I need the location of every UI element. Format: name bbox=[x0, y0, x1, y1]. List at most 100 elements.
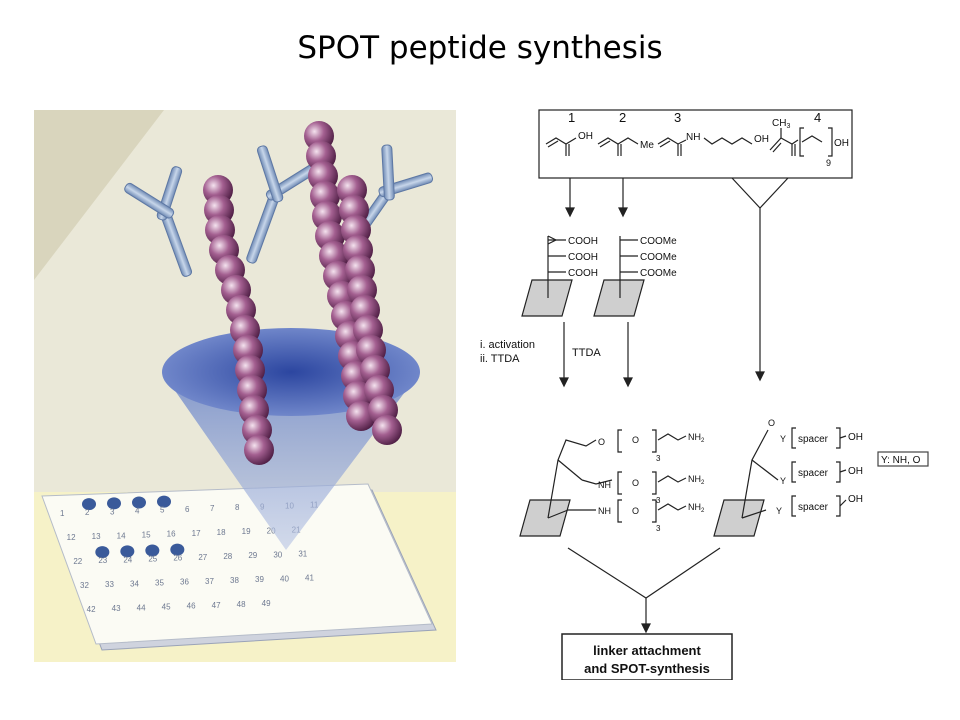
membrane-spot-number: 44 bbox=[137, 603, 146, 612]
monomer-1-oh: OH bbox=[578, 131, 593, 142]
monomer-2-me: Me bbox=[640, 140, 654, 151]
membrane-spot-number: 6 bbox=[185, 505, 190, 514]
reagent-ttda: TTDA bbox=[572, 347, 601, 359]
membrane-spot-number: 32 bbox=[80, 581, 89, 590]
amide-nh-3: NH bbox=[598, 506, 611, 516]
membrane-spot-number: 42 bbox=[87, 605, 96, 614]
membrane-spot-number: 8 bbox=[235, 503, 240, 512]
membrane-spot-number: 25 bbox=[148, 555, 157, 564]
membrane-spot-number: 17 bbox=[192, 529, 201, 538]
membrane-spot-number: 35 bbox=[155, 579, 164, 588]
y-definition-box bbox=[877, 451, 929, 467]
peg-rep-1: 3 bbox=[656, 454, 661, 463]
membrane-spot-number: 7 bbox=[210, 504, 215, 513]
spacer-oh-1: OH bbox=[848, 432, 863, 443]
membrane-spot-number: 36 bbox=[180, 578, 189, 587]
monomer-1: 1 OH bbox=[545, 110, 593, 156]
monomer-3-label: 3 bbox=[674, 110, 681, 125]
monomer-4-label: 4 bbox=[814, 110, 821, 125]
coome-3: COOMe bbox=[640, 268, 677, 279]
peptide-bead bbox=[372, 415, 402, 445]
y-2: Y bbox=[780, 476, 786, 486]
spacer-oh-2: OH bbox=[848, 466, 863, 477]
reaction-scheme-svg: 1 OH 2 Me 3 NH OH 4 CH3 9 OH bbox=[480, 109, 929, 681]
background-shade bbox=[34, 110, 164, 280]
membrane-spot bbox=[107, 497, 121, 510]
step-activation: i. activation bbox=[480, 339, 535, 351]
monomer-4-ch3: CH3 bbox=[772, 118, 790, 130]
membrane-spot-number: 5 bbox=[160, 506, 165, 515]
membrane-spot-number: 15 bbox=[142, 531, 151, 540]
membrane-spot-number: 41 bbox=[305, 574, 314, 583]
arrows-middle bbox=[559, 322, 633, 388]
monomer-4-n: 9 bbox=[826, 158, 831, 168]
final-step-line2: and SPOT-synthesis bbox=[584, 661, 710, 676]
membrane-spot-number: 31 bbox=[298, 550, 307, 559]
membrane-spot-number: 23 bbox=[98, 556, 107, 565]
y-3: Y bbox=[776, 506, 782, 516]
coome-2: COOMe bbox=[640, 252, 677, 263]
carbonyl-o: O bbox=[598, 437, 605, 447]
spacer-2: spacer bbox=[798, 468, 829, 479]
spot-illustration-svg: 1234567891011121314151617181920212223242… bbox=[34, 110, 456, 662]
peg-o-1: O bbox=[632, 435, 639, 445]
membrane-spot-number: 48 bbox=[237, 600, 246, 609]
step-ttda: ii. TTDA bbox=[480, 353, 520, 365]
carrier-acid: COOH COOH COOH bbox=[521, 235, 598, 317]
carbonyl-o-r: O bbox=[768, 418, 775, 428]
spot-illustration: 1234567891011121314151617181920212223242… bbox=[34, 110, 456, 662]
terminal-nh2-2: NH2 bbox=[688, 474, 705, 486]
membrane-spot-number: 46 bbox=[187, 602, 196, 611]
spacer-oh-3: OH bbox=[848, 494, 863, 505]
y-definition: Y: NH, O bbox=[881, 455, 921, 466]
cooh-3: COOH bbox=[568, 268, 598, 279]
membrane-spot-number: 29 bbox=[248, 551, 257, 560]
membrane-spot-number: 20 bbox=[267, 526, 276, 535]
arrows-top bbox=[565, 177, 789, 382]
membrane-spot-number: 4 bbox=[135, 507, 140, 516]
membrane-spot-number: 2 bbox=[85, 508, 90, 517]
cooh-2: COOH bbox=[568, 252, 598, 263]
monomer-1-label: 1 bbox=[568, 110, 575, 125]
reaction-scheme: 1 OH 2 Me 3 NH OH 4 CH3 9 OH bbox=[476, 100, 946, 681]
monomer-2-label: 2 bbox=[619, 110, 626, 125]
membrane-spot-number: 27 bbox=[198, 553, 207, 562]
monomer-3-oh: OH bbox=[754, 134, 769, 145]
membrane-spot-number: 30 bbox=[273, 550, 282, 559]
arrows-bottom bbox=[567, 547, 721, 634]
page-title: SPOT peptide synthesis bbox=[297, 30, 663, 66]
membrane-spot-number: 24 bbox=[123, 555, 132, 564]
membrane-spot-number: 45 bbox=[162, 603, 171, 612]
monomer-3: 3 NH OH bbox=[657, 110, 769, 156]
peg-rep-3: 3 bbox=[656, 524, 661, 533]
monomer-4-oh: OH bbox=[834, 138, 849, 149]
membrane-spot-number: 47 bbox=[212, 601, 221, 610]
membrane-spot-number: 40 bbox=[280, 574, 289, 583]
amide-nh-2: NH bbox=[598, 480, 611, 490]
monomer-2: 2 Me bbox=[597, 110, 654, 156]
membrane-spot-number: 38 bbox=[230, 576, 239, 585]
membrane-spot-number: 33 bbox=[105, 580, 114, 589]
membrane-spot-number: 19 bbox=[242, 527, 251, 536]
membrane-spot-number: 34 bbox=[130, 579, 139, 588]
cooh-1: COOH bbox=[568, 236, 598, 247]
membrane-spot bbox=[120, 545, 135, 558]
carrier-ester: COOMe COOMe COOMe bbox=[593, 236, 677, 317]
monomer-3-nh: NH bbox=[686, 132, 700, 143]
membrane-spot-number: 39 bbox=[255, 575, 264, 584]
membrane-spot-number: 14 bbox=[117, 531, 126, 540]
membrane-spot-number: 13 bbox=[92, 532, 101, 541]
membrane-spot bbox=[82, 498, 96, 511]
peptide-chains bbox=[203, 121, 402, 465]
membrane-spot-number: 49 bbox=[262, 599, 271, 608]
membrane-sheet: 1234567891011121314151617181920212223242… bbox=[41, 483, 437, 651]
membrane-spot-number: 16 bbox=[167, 530, 176, 539]
membrane-spot-number: 1 bbox=[60, 509, 65, 518]
monomer-4: 4 CH3 9 OH bbox=[769, 110, 849, 168]
peg-o-2: O bbox=[632, 478, 639, 488]
monomer-box bbox=[538, 109, 853, 179]
peptide-bead bbox=[244, 435, 274, 465]
membrane-spot bbox=[132, 496, 146, 509]
membrane-spot bbox=[95, 546, 110, 559]
spacer-1: spacer bbox=[798, 434, 829, 445]
